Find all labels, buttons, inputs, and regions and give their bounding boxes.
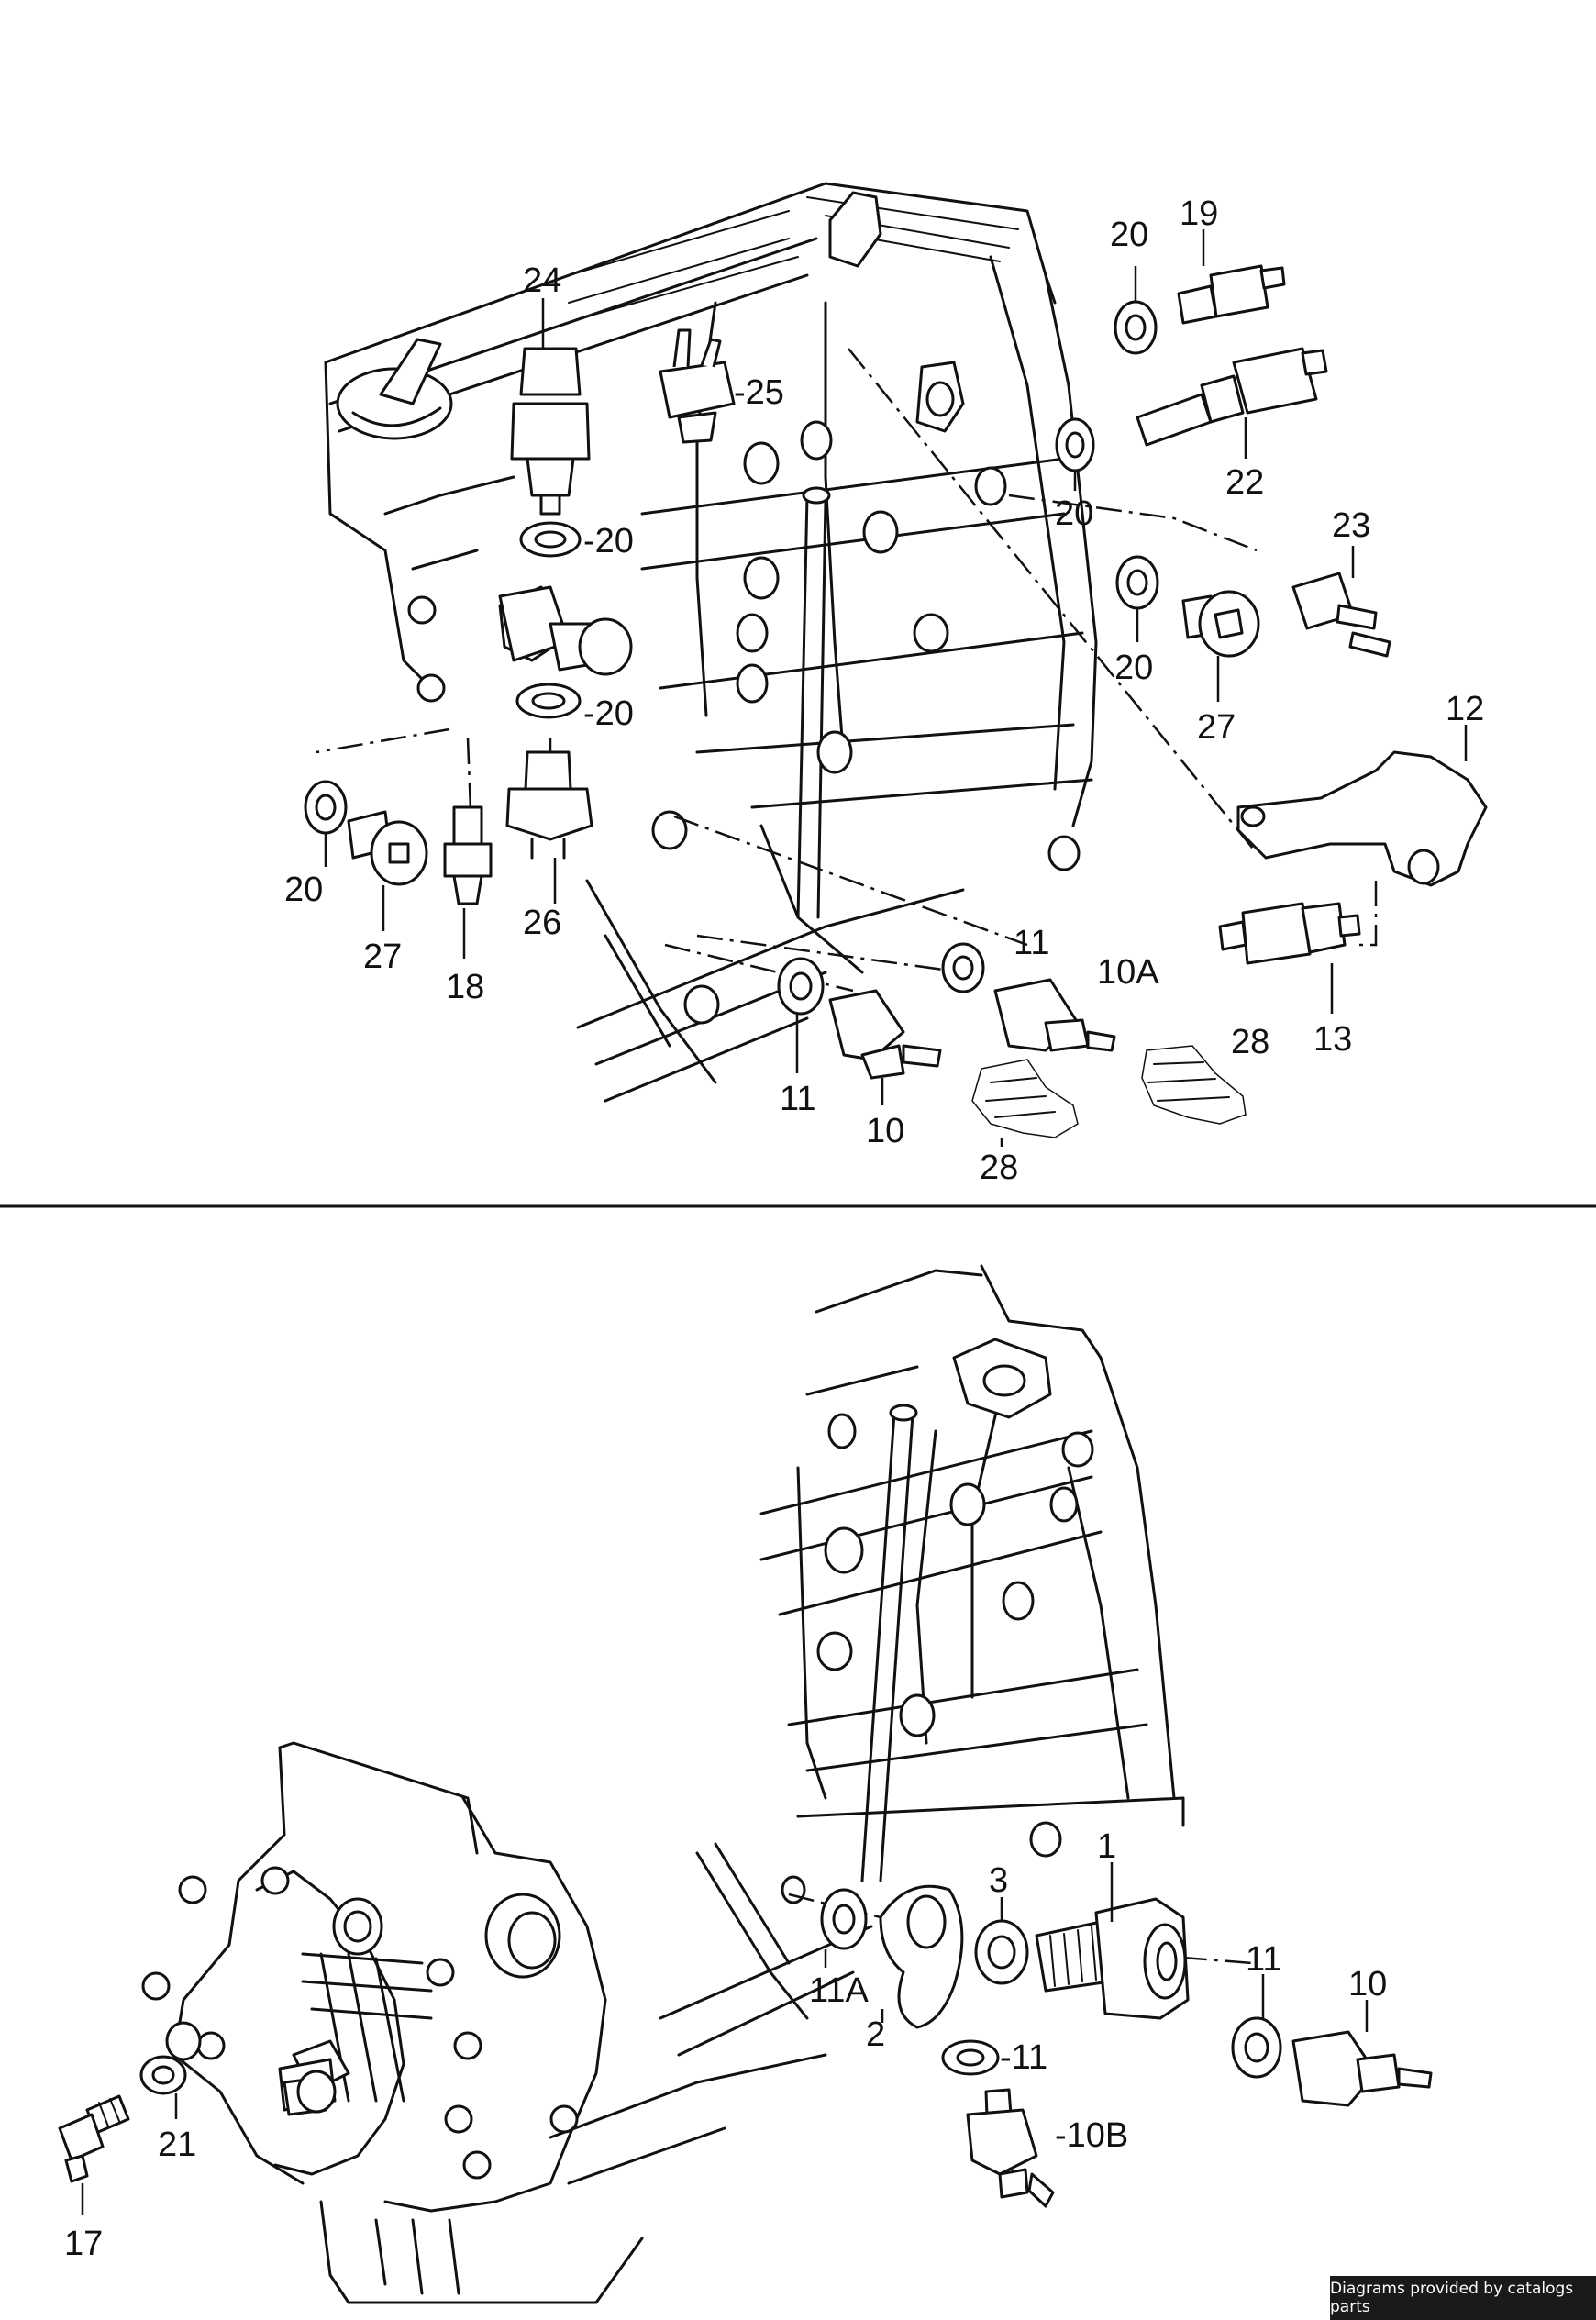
- labels-bottom: 3 1 11A 11 10 2 -11 21 -10B 17: [64, 1827, 1387, 2263]
- part-20-washer-low: [515, 683, 582, 719]
- part-20-washer-right: [1055, 417, 1095, 472]
- label-3: 3: [989, 1861, 1008, 1900]
- label-25: -25: [734, 373, 784, 412]
- label-28-left: 28: [980, 1149, 1018, 1187]
- part-20-washer-mid: [519, 521, 582, 558]
- label-20-right: 20: [1055, 494, 1093, 533]
- label-1: 1: [1097, 1827, 1116, 1866]
- part-10b-sender: [966, 2088, 1055, 2208]
- label-11-bottom-small: -11: [1000, 2038, 1047, 2077]
- part-13-switch: [1218, 902, 1361, 965]
- part-17-sender: [58, 2094, 130, 2183]
- label-12: 12: [1446, 690, 1484, 728]
- part-2-banjo: [879, 1884, 964, 2029]
- part-25-switch: [659, 328, 736, 444]
- label-22: 22: [1225, 463, 1264, 502]
- diagram-credit-badge: Diagrams provided by catalogs parts: [1330, 2276, 1596, 2320]
- leader-lines-bottom: [81, 1862, 1369, 2215]
- part-28-boot-right: [1141, 1045, 1247, 1125]
- label-11-left: 11: [780, 1080, 815, 1118]
- part-27-plug-right: [1181, 590, 1260, 658]
- part-10-sender-bottom: [1291, 2030, 1433, 2107]
- label-13: 13: [1313, 1020, 1352, 1059]
- part-1-banjo-bolt: [1035, 1897, 1190, 2020]
- label-10a: 10A: [1097, 953, 1159, 992]
- coolant-flange-left: [498, 585, 633, 676]
- label-10-bottom: 10: [1348, 1965, 1387, 2004]
- label-21: 21: [158, 2126, 196, 2164]
- label-11-bottom-right: 11: [1246, 1940, 1281, 1979]
- part-11-washer-center: [941, 942, 985, 993]
- label-28-right: 28: [1231, 1023, 1269, 1061]
- part-11-washer-left: [777, 957, 825, 1016]
- part-19-switch: [1177, 264, 1286, 325]
- label-27-left: 27: [363, 938, 402, 976]
- label-20-right-2: 20: [1114, 649, 1153, 687]
- part-28-boot-left: [971, 1059, 1079, 1138]
- label-24: 24: [523, 261, 561, 300]
- label-26: 26: [523, 904, 561, 942]
- part-10a-sender: [993, 978, 1116, 1052]
- part-12-bracket: [1236, 750, 1488, 887]
- part-18-sender: [443, 805, 493, 905]
- part-26-switch: [505, 750, 593, 860]
- part-20-washer-top-right: [1114, 300, 1158, 355]
- label-11a: 11A: [809, 1971, 869, 2010]
- part-23-switch: [1291, 572, 1391, 658]
- label-11-center: 11: [1014, 924, 1049, 962]
- label-20-mid: -20: [583, 522, 634, 561]
- part-22-sender: [1136, 347, 1328, 447]
- engine-block-bottom: [319, 1264, 1185, 2304]
- label-2: 2: [866, 2015, 885, 2054]
- part-3-washer: [974, 1919, 1029, 1985]
- label-19: 19: [1180, 194, 1218, 233]
- label-23: 23: [1332, 506, 1370, 545]
- label-17: 17: [64, 2225, 103, 2263]
- part-21-washer: [139, 2055, 187, 2095]
- part-11-washer-right: [1231, 2016, 1282, 2079]
- label-10b: -10B: [1055, 2116, 1128, 2155]
- label-10: 10: [866, 1112, 904, 1150]
- part-20-washer-right-2: [1115, 555, 1159, 610]
- part-11-washer-small: [941, 2039, 1000, 2076]
- labels-top: 24 -25 20 19 22 20 -20 -20 23 20 27 12 2…: [284, 194, 1484, 1187]
- timing-cover: [141, 1741, 607, 2213]
- label-27-right: 27: [1197, 708, 1236, 747]
- part-11a-washer: [820, 1888, 868, 1950]
- assembly-lines-top: [316, 348, 1378, 993]
- part-20-washer-left: [304, 780, 348, 835]
- part-10-sender: [828, 989, 942, 1080]
- label-20-low: -20: [583, 694, 634, 733]
- label-20-top-right: 20: [1110, 216, 1148, 254]
- label-18: 18: [446, 968, 484, 1006]
- part-24-switch: [510, 347, 591, 516]
- label-20-left: 20: [284, 871, 323, 909]
- leader-lines-top: [324, 229, 1468, 1147]
- part-27-plug-left: [347, 810, 428, 886]
